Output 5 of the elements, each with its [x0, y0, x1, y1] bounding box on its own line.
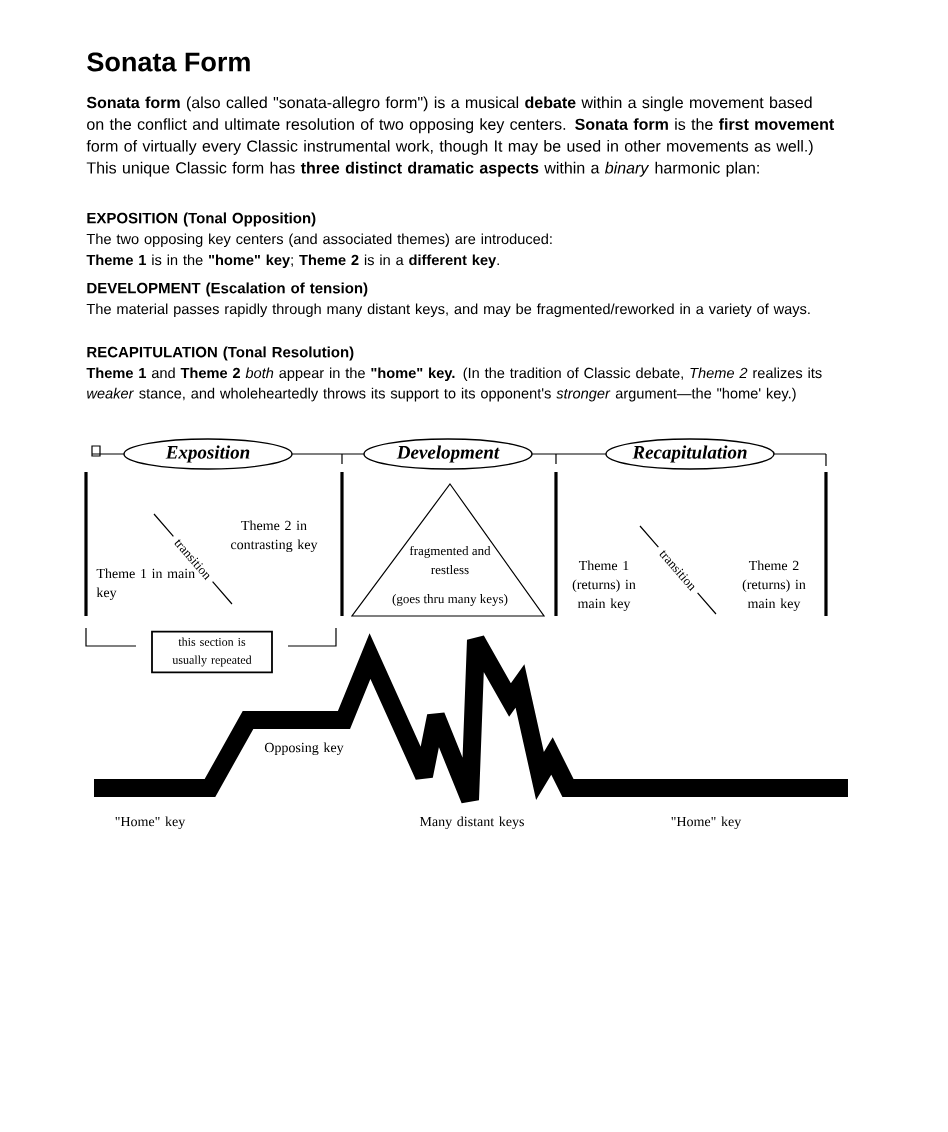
- title: Sonata Form: [87, 52, 250, 72]
- section-oval: Development: [363, 438, 533, 470]
- paragraph: Sonata form (also called "sonata-allegro form") is a musical debate within a single movement based on the conflict and ultimate resolution of two opposing key centers. Sonata form is the first movement form of virtually every Classic instrumental work, though It may be used in other movements as well.) This unique Classic form has three distinct dramatic aspects within a binary harmonic plan:: [86, 96, 835, 177]
- section-oval: Exposition: [123, 438, 293, 470]
- section-oval: Recapitulation: [605, 438, 775, 470]
